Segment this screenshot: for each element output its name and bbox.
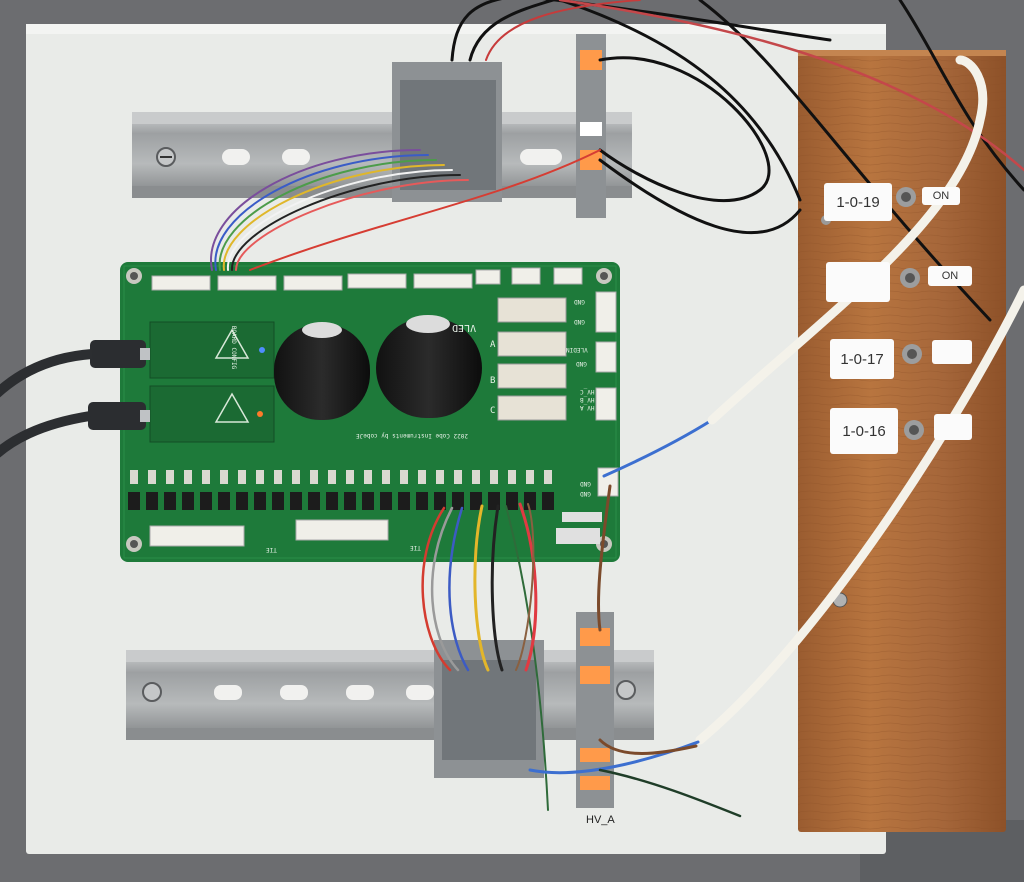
pcb-side-label: C <box>490 406 496 416</box>
pcb-rail-label: VLEDIN <box>566 346 588 353</box>
resistor <box>508 470 516 484</box>
mosfet <box>398 492 410 510</box>
switch-label <box>826 262 890 302</box>
usb-cable <box>0 349 93 398</box>
mosfet <box>218 492 230 510</box>
usb-cable <box>0 411 91 458</box>
mosfet <box>164 492 176 510</box>
toggle-switch[interactable] <box>904 420 924 440</box>
terminal-block-bottom-right <box>576 612 614 808</box>
resistor <box>274 470 282 484</box>
mosfet <box>146 492 158 510</box>
pcb-side-label: B <box>490 376 496 386</box>
switch-label: 1-0-16 <box>830 408 898 454</box>
resistor <box>382 470 390 484</box>
resistor <box>490 470 498 484</box>
mosfet <box>200 492 212 510</box>
mosfet <box>344 492 356 510</box>
mosfet <box>326 492 338 510</box>
mosfet <box>542 492 554 510</box>
mosfet <box>506 492 518 510</box>
pcb-module-label: BOARD CONFIG <box>230 325 238 370</box>
resistor <box>202 470 210 484</box>
resistor <box>328 470 336 484</box>
pcb-header-text: 2022 Cobe Instruments by cobeJE <box>356 432 468 439</box>
resistor <box>544 470 552 484</box>
resistor <box>346 470 354 484</box>
din-rail-bottom <box>126 650 654 740</box>
pcb-side-label: A <box>490 340 496 350</box>
terminal-label: HV_A <box>586 814 615 826</box>
switch-state-label: ON <box>928 266 972 286</box>
switch-label: 1-0-19 <box>824 183 892 221</box>
wiring <box>210 0 1024 818</box>
toggle-switch[interactable] <box>900 268 920 288</box>
resistor <box>148 470 156 484</box>
resistor <box>436 470 444 484</box>
mosfet <box>236 492 248 510</box>
din-rail-top <box>132 112 632 198</box>
switch-state-label <box>934 414 972 440</box>
mosfet <box>290 492 302 510</box>
pcb-rail-label: HV_A <box>580 404 595 411</box>
mosfet <box>524 492 536 510</box>
mosfet <box>128 492 140 510</box>
resistor <box>472 470 480 484</box>
mosfet <box>452 492 464 510</box>
mosfet <box>272 492 284 510</box>
mosfet <box>380 492 392 510</box>
resistor <box>418 470 426 484</box>
resistor <box>400 470 408 484</box>
switch-state-label <box>932 340 972 364</box>
mosfet <box>434 492 446 510</box>
resistor <box>526 470 534 484</box>
mosfet <box>362 492 374 510</box>
pcb-gnd-label: GND <box>580 490 591 497</box>
pcb-gnd-label: GND <box>574 298 585 305</box>
controller-pcb <box>88 262 620 562</box>
mosfet <box>416 492 428 510</box>
resistor <box>238 470 246 484</box>
mosfet <box>254 492 266 510</box>
mosfet <box>182 492 194 510</box>
resistor <box>130 470 138 484</box>
toggle-switch[interactable] <box>902 344 922 364</box>
terminal-block-top-right <box>576 34 606 218</box>
switch-state-label: ON <box>922 187 960 205</box>
resistor <box>220 470 228 484</box>
resistor <box>310 470 318 484</box>
resistor <box>256 470 264 484</box>
mosfet <box>470 492 482 510</box>
toggle-switch[interactable] <box>896 187 916 207</box>
pcb-gnd-label: GND <box>574 318 585 325</box>
pcb-tie-label: TIE <box>266 546 277 553</box>
resistor <box>364 470 372 484</box>
pcb-rail-label: VLED <box>452 322 477 333</box>
resistor <box>454 470 462 484</box>
pcb-gnd-label: GND <box>576 360 587 367</box>
resistor <box>292 470 300 484</box>
pcb-rail-label: HV_C <box>580 388 595 395</box>
pcb-tie-label: TIE <box>410 544 421 551</box>
resistor <box>166 470 174 484</box>
pcb-gnd-label: GND <box>580 480 591 487</box>
pcb-rail-label: HV_B <box>580 396 595 403</box>
switch-label: 1-0-17 <box>830 339 894 379</box>
mosfet <box>308 492 320 510</box>
resistor <box>184 470 192 484</box>
wooden-switch-panel <box>798 50 1006 832</box>
